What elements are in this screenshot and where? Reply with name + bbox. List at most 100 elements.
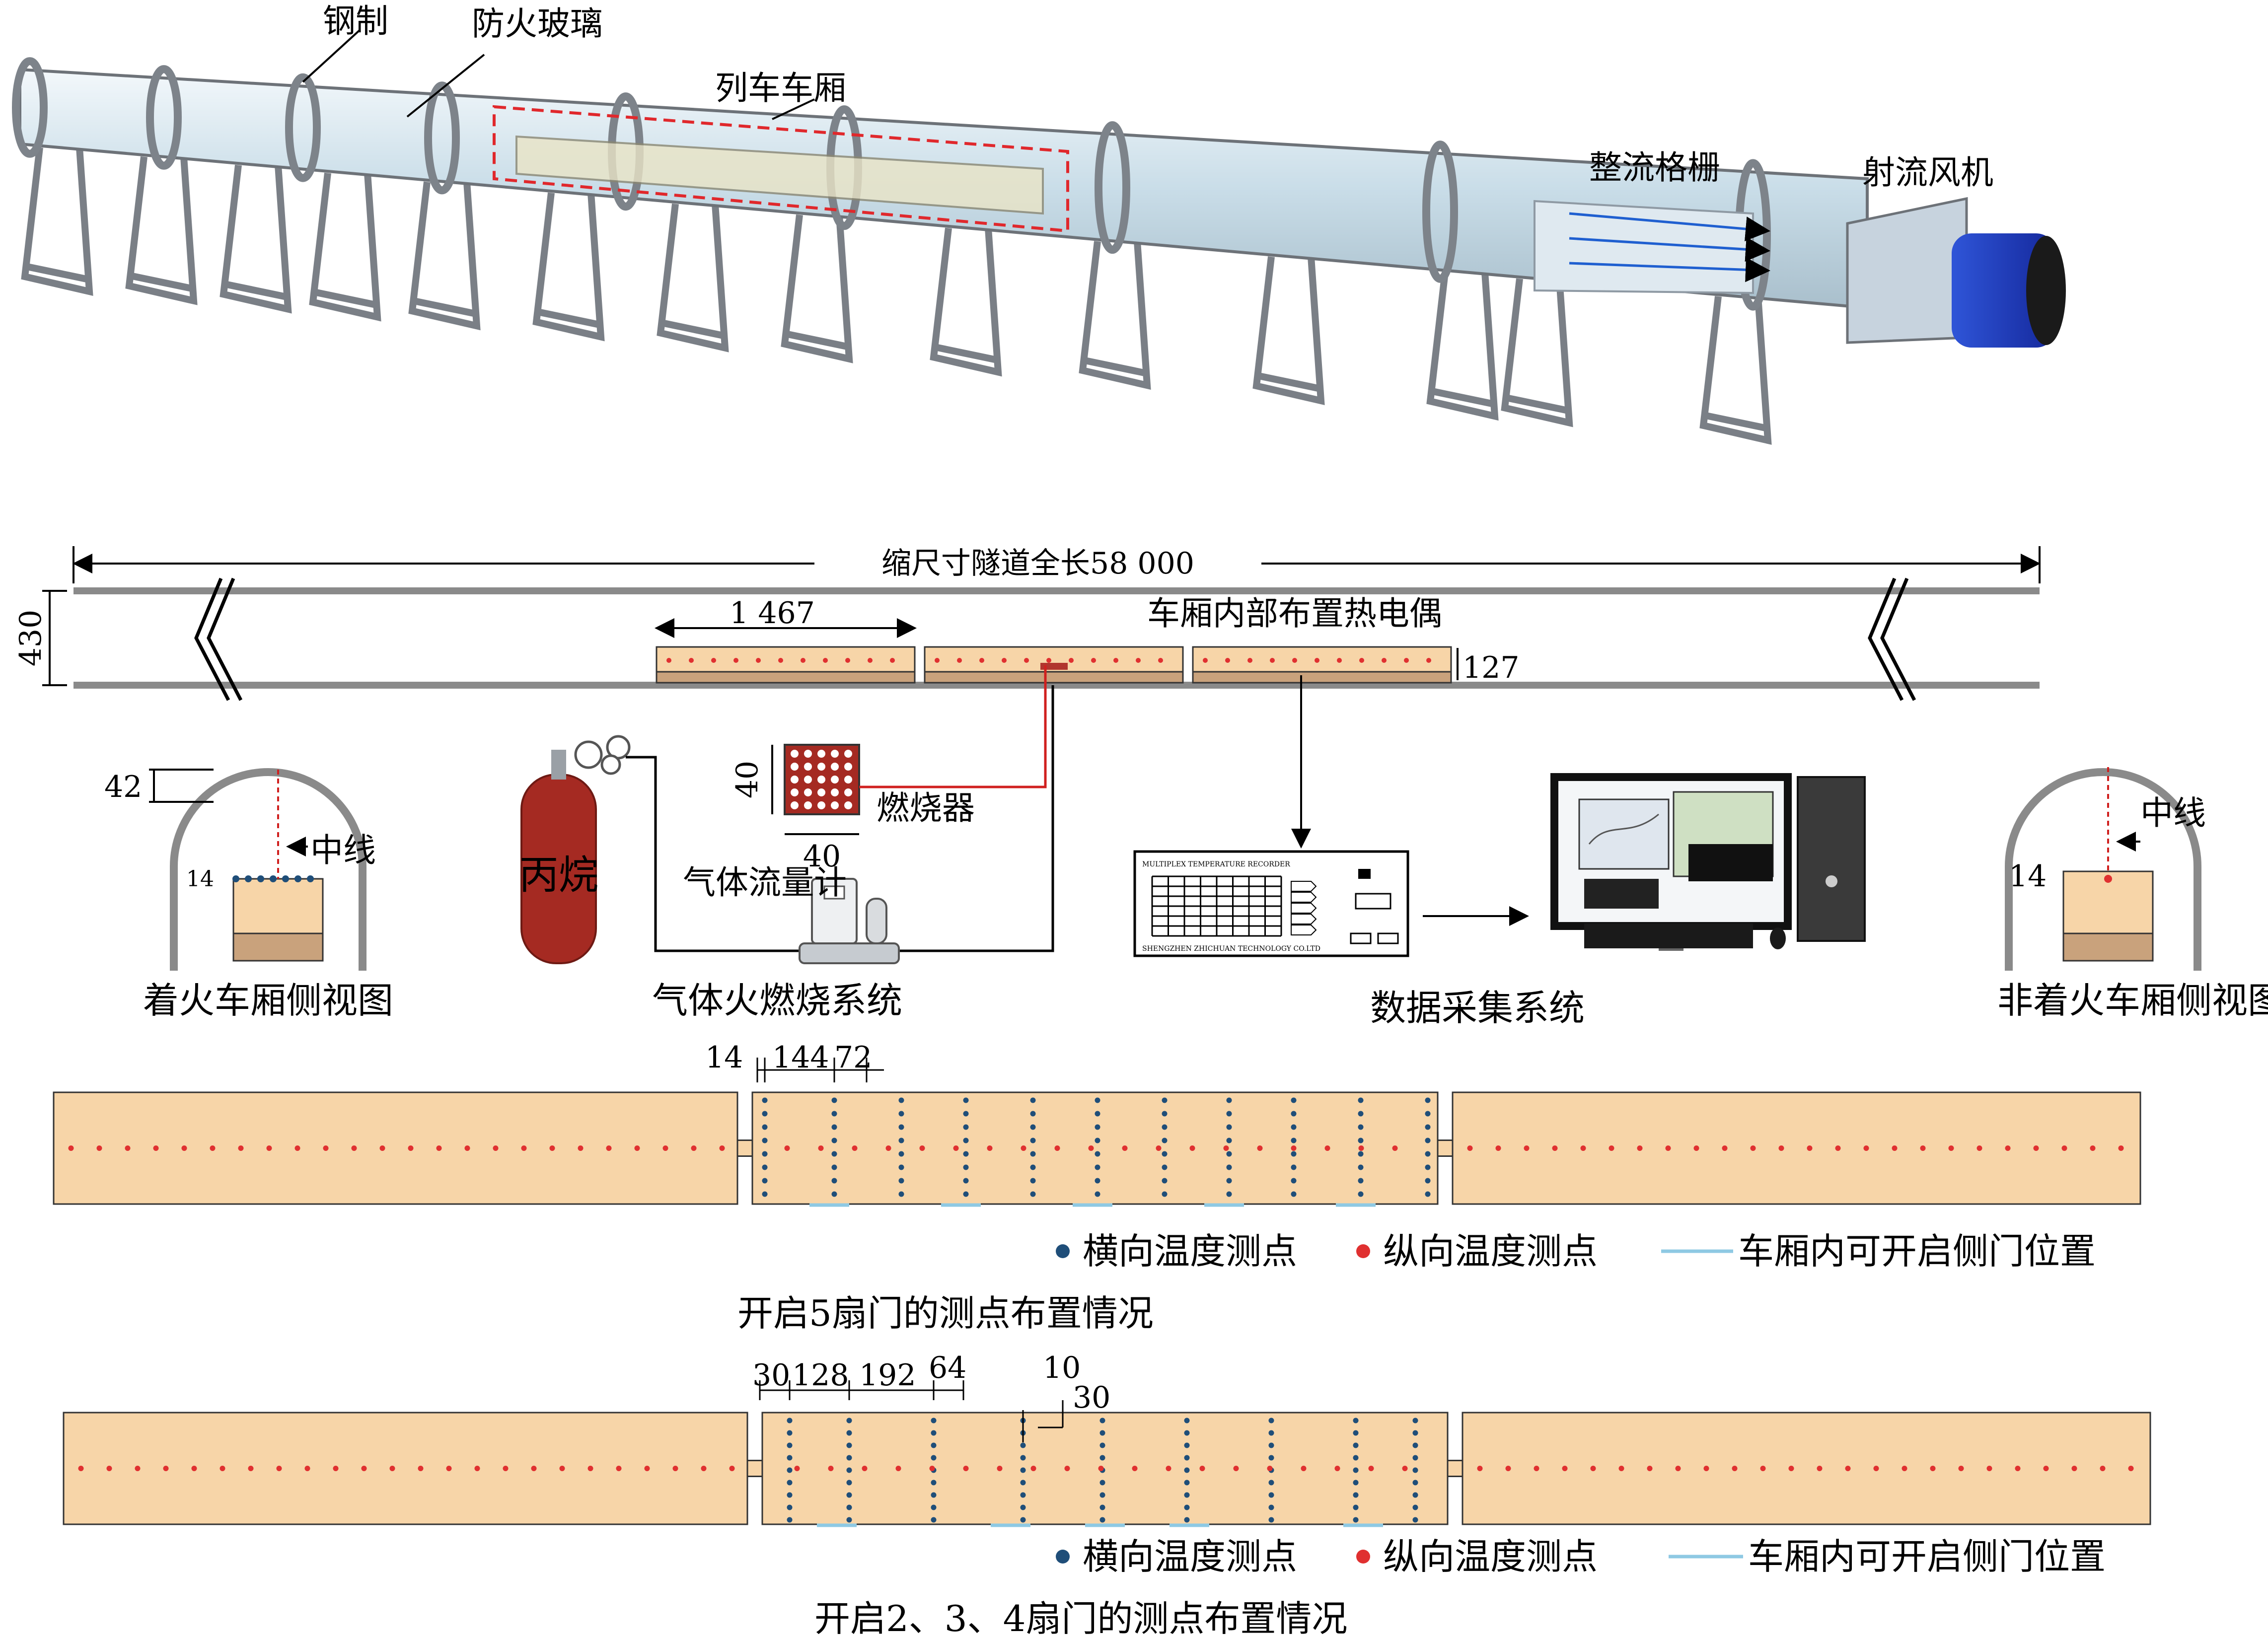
label-flow-grid: 整流格栅 — [1589, 148, 1720, 187]
support-leg — [21, 147, 93, 296]
cars-5door — [53, 1091, 2141, 1207]
transverse-point — [1030, 1097, 1036, 1103]
support-leg — [1252, 256, 1325, 406]
plan-thermocouple — [890, 658, 895, 663]
longitudinal-point — [1920, 1145, 1926, 1151]
data-system-title: 数据采集系统 — [1370, 987, 1585, 1029]
label-steel: 钢制 — [323, 2, 388, 40]
side-view-nonfire: 14 中线 非着火车厢侧视图 — [1997, 767, 2268, 1021]
plan-car — [656, 646, 916, 673]
longitudinal-point — [1665, 1145, 1671, 1151]
transverse-point — [1358, 1164, 1364, 1170]
longitudinal-point — [1552, 1145, 1558, 1151]
support-leg-brace — [1258, 372, 1319, 392]
transverse-point — [762, 1151, 768, 1157]
transverse-point — [1099, 1492, 1105, 1498]
longitudinal-point — [1750, 1145, 1756, 1151]
longitudinal-point — [521, 1145, 527, 1151]
longitudinal-point — [1892, 1145, 1898, 1151]
longitudinal-point — [719, 1145, 725, 1151]
longitudinal-point — [885, 1145, 891, 1151]
longitudinal-point — [408, 1145, 414, 1151]
longitudinal-point — [1590, 1466, 1596, 1471]
side-measuring-point — [294, 875, 301, 882]
transverse-point — [1162, 1111, 1168, 1117]
plan-thermocouple — [1091, 658, 1096, 663]
tube-ring — [285, 73, 321, 182]
longitudinal-point — [852, 1145, 858, 1151]
transverse-point — [1184, 1517, 1190, 1523]
plan-thermocouple — [801, 658, 805, 663]
longitudinal-point — [2033, 1145, 2039, 1151]
longitudinal-point — [987, 1145, 993, 1151]
burner-hole — [844, 776, 852, 783]
longitudinal-point — [1817, 1466, 1823, 1471]
transverse-point — [1030, 1178, 1036, 1184]
tube-ring — [12, 57, 48, 158]
transverse-point — [1020, 1517, 1026, 1523]
longitudinal-point — [1233, 1466, 1239, 1471]
plan-thermocouple — [1002, 658, 1007, 663]
longitudinal-point — [997, 1466, 1003, 1471]
transverse-point — [1030, 1138, 1036, 1143]
plan-thermocouple — [845, 658, 850, 663]
longitudinal-point — [1609, 1145, 1614, 1151]
plan-thermocouple — [957, 658, 962, 663]
transverse-point — [1184, 1480, 1190, 1486]
longitudinal-point — [1324, 1145, 1330, 1151]
transverse-point — [846, 1467, 852, 1473]
data-acquisition-system: MULTIPLEX TEMPERATURE RECORDER SHENGZHEN… — [1133, 773, 1866, 1029]
plan-thermocouple — [1270, 658, 1275, 663]
transverse-point — [963, 1111, 969, 1117]
transverse-point — [1030, 1111, 1036, 1117]
legend-234door: 横向温度测点 纵向温度测点 车厢内可开启侧门位置 — [1056, 1536, 2106, 1577]
longitudinal-point — [1368, 1466, 1374, 1471]
transverse-point — [898, 1178, 904, 1184]
nonfire-centerline: 中线 — [2140, 794, 2206, 832]
transverse-point — [787, 1492, 793, 1498]
longitudinal-point — [464, 1145, 470, 1151]
transverse-point — [1020, 1480, 1026, 1486]
support-leg-brace — [1705, 412, 1766, 431]
transverse-point — [931, 1492, 937, 1498]
dim-234-128: 128 — [792, 1358, 849, 1393]
longitudinal-point — [1788, 1466, 1794, 1471]
transverse-point — [1291, 1097, 1297, 1103]
layout-5door: 14 144 72 横向温度测点 纵向温度测点 车厢内可开启侧门位置 开启5扇门… — [53, 1040, 2141, 1334]
transverse-point — [1425, 1178, 1431, 1184]
transverse-point — [762, 1097, 768, 1103]
longitudinal-point — [1807, 1145, 1813, 1151]
burner-height-dim: 40 — [730, 761, 765, 798]
transverse-point — [787, 1504, 793, 1510]
longitudinal-point — [1467, 1145, 1473, 1151]
transverse-point — [1162, 1151, 1168, 1157]
recorder-connector — [1291, 892, 1317, 903]
transverse-point — [1226, 1191, 1232, 1197]
transverse-point — [1268, 1504, 1274, 1510]
transverse-point — [787, 1517, 793, 1523]
burner-hole — [804, 788, 812, 796]
transverse-point — [1226, 1111, 1232, 1117]
transverse-point — [1226, 1097, 1232, 1103]
longitudinal-point — [210, 1145, 216, 1151]
longitudinal-point — [2071, 1466, 2077, 1471]
transverse-point — [931, 1480, 937, 1486]
train-car — [53, 1091, 738, 1205]
transverse-point — [1291, 1138, 1297, 1143]
recorder-grid — [1151, 875, 1317, 937]
train-car — [63, 1412, 748, 1525]
plan-thermocouple — [1247, 658, 1252, 663]
transverse-point — [846, 1517, 852, 1523]
transverse-point — [1268, 1418, 1274, 1424]
burner-hole — [817, 763, 825, 771]
longitudinal-point — [191, 1466, 197, 1471]
burner-width-dim: 40 — [803, 839, 841, 874]
thermocouple-label: 车厢内部布置热电偶 — [1147, 594, 1442, 633]
recorder-connector — [1291, 881, 1317, 892]
longitudinal-point — [1223, 1145, 1229, 1151]
transverse-point — [963, 1164, 969, 1170]
transverse-point — [1268, 1430, 1274, 1436]
transverse-point — [1358, 1124, 1364, 1130]
legend-234-transverse: 横向温度测点 — [1083, 1536, 1297, 1577]
burner-hole — [791, 750, 799, 758]
